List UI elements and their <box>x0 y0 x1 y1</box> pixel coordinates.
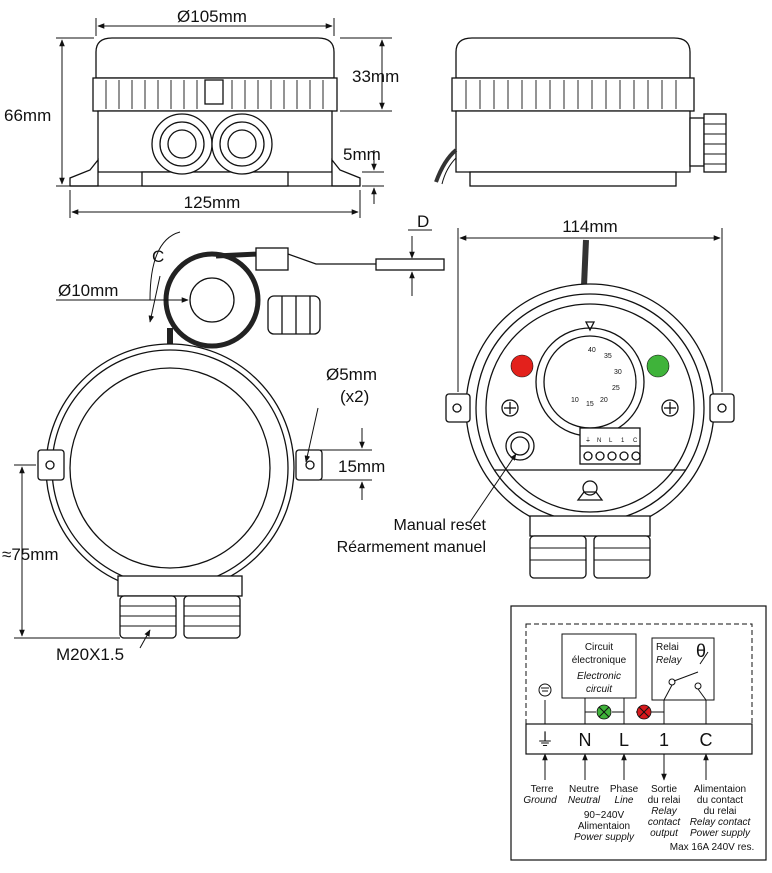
supply-label-fr: Alimentaion <box>578 821 630 832</box>
circuit-label-en: Electronic <box>577 671 621 682</box>
side-elevation-view <box>434 37 727 187</box>
dim-height-top: 33mm <box>352 67 399 86</box>
manual-reset-label-fr: Réarmement manuel <box>337 539 486 556</box>
terminal-mark: L <box>609 438 613 444</box>
manual-reset-label: Manual reset <box>394 517 487 534</box>
ground-label-en: Ground <box>523 795 557 806</box>
dim-hole-diameter: Ø5mm <box>326 365 377 384</box>
relay-supply-label-en-2: Power supply <box>690 828 751 839</box>
dim-height-total: 66mm <box>4 106 51 125</box>
terminal-n: N <box>579 730 592 750</box>
output-label-en: Relay <box>651 806 678 817</box>
relay-supply-label-fr: Alimentaion <box>694 784 746 795</box>
relay-supply-label-fr-2: du contact <box>697 795 743 806</box>
front-elevation-view <box>69 37 361 187</box>
wiring-schematic <box>510 605 767 861</box>
dim-sensor-diameter: Ø10mm <box>58 281 118 300</box>
voltage-label: 90~240V <box>584 810 625 821</box>
terminal-mark: N <box>597 438 601 444</box>
dial-mark: 30 <box>614 369 622 376</box>
red-indicator-led <box>510 354 534 378</box>
dim-hole-count: (x2) <box>340 387 369 406</box>
green-indicator-led <box>646 354 670 378</box>
output-label-en-2: contact <box>648 817 681 828</box>
circuit-label-en-2: circuit <box>586 684 613 695</box>
dim-gland-distance: ≈75mm <box>2 545 59 564</box>
relay-supply-label-fr-3: du relai <box>704 806 737 817</box>
dial-mark: 15 <box>586 401 594 408</box>
dial-mark: 20 <box>600 397 608 404</box>
dim-side-width: 114mm <box>562 217 617 236</box>
top-view-dimensions <box>14 229 432 649</box>
dial-mark: 25 <box>612 385 620 392</box>
dim-base-width: 125mm <box>184 193 241 212</box>
max-rating-label: Max 16A 240V res. <box>670 842 755 853</box>
dim-gland-thread: M20X1.5 <box>56 645 124 664</box>
dim-lug-height: 15mm <box>338 457 385 476</box>
circuit-label-fr: Circuit <box>585 642 614 653</box>
dial-mark: 10 <box>571 397 579 404</box>
dim-cable-d: D <box>417 212 429 231</box>
front-elevation-dimensions <box>56 18 392 218</box>
relay-supply-label-en: Relay contact <box>690 817 752 828</box>
dim-diameter-top: Ø105mm <box>177 7 247 26</box>
dim-loop-c: C <box>152 247 164 266</box>
dial-mark: 40 <box>588 347 596 354</box>
neutral-label-fr: Neutre <box>569 784 599 795</box>
theta-symbol: θ <box>696 641 706 661</box>
terminal-mark: 1 <box>621 438 625 444</box>
ground-symbol-top <box>538 683 552 697</box>
neutral-label-en: Neutral <box>568 795 601 806</box>
dial-scale: 10 15 20 25 30 35 40 <box>571 347 622 408</box>
circuit-label-fr-2: électronique <box>572 655 627 666</box>
ground-label-fr: Terre <box>531 784 554 795</box>
open-front-view <box>445 239 735 579</box>
dim-base-step: 5mm <box>343 145 381 164</box>
terminal-mark: ⏚ <box>585 437 591 444</box>
phase-label-en: Line <box>615 795 634 806</box>
output-label-fr: Sortie <box>651 784 678 795</box>
phase-label-fr: Phase <box>610 784 639 795</box>
output-label-en-3: output <box>650 828 679 839</box>
relay-label-en: Relay <box>656 655 683 666</box>
terminal-ground: ⏚ <box>536 730 554 750</box>
top-view <box>37 247 445 639</box>
terminal-mark: C <box>633 438 638 444</box>
terminal-l: L <box>619 730 629 750</box>
terminal-block-markings: ⏚ N L 1 C <box>585 437 638 444</box>
output-label-fr-2: du relai <box>648 795 681 806</box>
open-front-dimensions <box>457 228 723 523</box>
relay-label-fr: Relai <box>656 642 679 653</box>
terminal-1: 1 <box>659 730 669 750</box>
supply-label-en: Power supply <box>574 832 635 843</box>
terminal-c: C <box>700 730 713 750</box>
dial-mark: 35 <box>604 353 612 360</box>
